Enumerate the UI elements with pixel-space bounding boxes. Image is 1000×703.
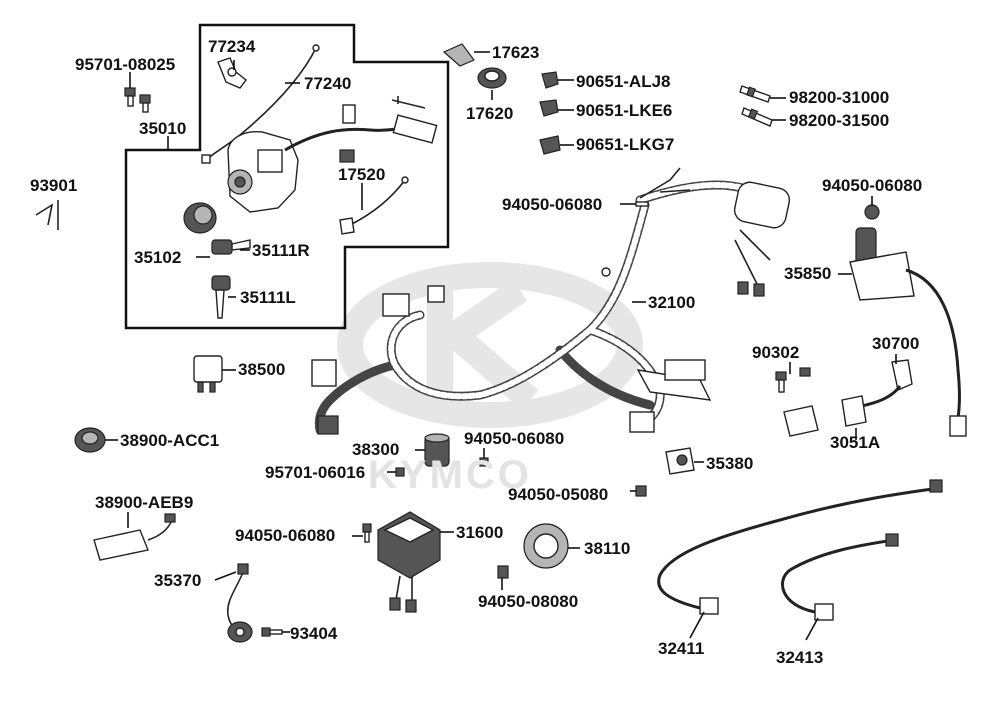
label-30700: 30700 bbox=[872, 334, 920, 353]
label-35111L: 35111L bbox=[240, 288, 296, 307]
label-35102: 35102 bbox=[134, 248, 182, 267]
cdi-unit-3051A bbox=[783, 405, 819, 437]
label-77240: 77240 bbox=[304, 74, 352, 93]
label-17520: 17520 bbox=[338, 165, 386, 184]
label-3051A: 3051A bbox=[830, 433, 881, 452]
connector-17620 bbox=[477, 67, 507, 89]
connector-17623 bbox=[442, 43, 475, 67]
label-77234: 77234 bbox=[208, 37, 256, 56]
bolt-94050-06080-d bbox=[362, 523, 372, 543]
label-94050-06080-c: 94050-06080 bbox=[464, 429, 565, 448]
label-17620: 17620 bbox=[466, 104, 514, 123]
bolt-94050-06080-a bbox=[635, 201, 649, 207]
regulator-unit-38900-AEB9 bbox=[93, 513, 176, 561]
label-38110: 38110 bbox=[584, 539, 631, 558]
label-35111R: 35111R bbox=[252, 241, 310, 260]
ignition-key-set-group-box bbox=[124, 23, 450, 330]
label-32100: 32100 bbox=[648, 293, 696, 312]
screw-93404 bbox=[261, 627, 283, 637]
label-31600: 31600 bbox=[456, 523, 504, 542]
small-bracket-parts bbox=[342, 96, 426, 124]
main-wire-harness-32100 bbox=[311, 167, 791, 435]
label-90651-LKE6: 90651-LKE6 bbox=[576, 101, 673, 120]
clamp-90651-LKG7 bbox=[539, 135, 561, 155]
rectifier-regulator-31600 bbox=[377, 511, 441, 613]
clamp-90651-ALJ8 bbox=[541, 71, 559, 89]
label-35010: 35010 bbox=[139, 119, 187, 138]
battery-cable-32413 bbox=[780, 533, 899, 621]
seat-lock-cable-77240 bbox=[201, 44, 320, 164]
label-90302: 90302 bbox=[752, 343, 800, 362]
label-32413: 32413 bbox=[776, 648, 824, 667]
bolt-94050-08080 bbox=[497, 565, 509, 579]
label-98200-31500: 98200-31500 bbox=[789, 111, 890, 130]
label-93404: 93404 bbox=[290, 624, 338, 643]
label-98200-31000: 98200-31000 bbox=[789, 88, 890, 107]
fuse-98200-31000 bbox=[739, 85, 771, 103]
label-90651-LKG7: 90651-LKG7 bbox=[576, 135, 675, 154]
label-38900-ACC1: 38900-ACC1 bbox=[120, 431, 220, 450]
label-38500: 38500 bbox=[238, 360, 286, 379]
label-17623: 17623 bbox=[492, 43, 540, 62]
kymco-watermark-text: KYMCO bbox=[368, 453, 532, 497]
key-35111L bbox=[211, 275, 231, 319]
label-95701-08025: 95701-08025 bbox=[75, 55, 176, 74]
battery-cable-32411 bbox=[657, 479, 943, 615]
ignition-coil-35850 bbox=[849, 204, 967, 437]
label-90651-ALJ8: 90651-ALJ8 bbox=[576, 72, 671, 91]
label-94050-06080-d: 94050-06080 bbox=[235, 526, 336, 545]
label-94050-08080: 94050-08080 bbox=[478, 592, 579, 611]
clip-93901 bbox=[35, 200, 59, 230]
label-94050-06080-b: 94050-06080 bbox=[822, 176, 923, 195]
starter-relay-38300 bbox=[424, 433, 450, 467]
label-38900-AEB9: 38900-AEB9 bbox=[95, 493, 194, 512]
flasher-relay-38900-ACC1 bbox=[74, 427, 106, 453]
ignition-switch-assembly-35010 bbox=[227, 114, 438, 213]
switch-35380 bbox=[665, 447, 695, 475]
spark-plug-cap-30700 bbox=[841, 359, 913, 427]
cable-17520 bbox=[339, 176, 409, 235]
label-32411: 32411 bbox=[658, 639, 705, 658]
bolt-94050-05080 bbox=[635, 485, 647, 497]
sensor-35370 bbox=[226, 563, 253, 643]
key-35111R bbox=[211, 239, 251, 255]
label-35850: 35850 bbox=[784, 264, 832, 283]
label-94050-05080: 94050-05080 bbox=[508, 485, 609, 504]
label-38300: 38300 bbox=[352, 440, 400, 459]
label-94050-06080-a: 94050-06080 bbox=[502, 195, 603, 214]
fuse-98200-31500 bbox=[741, 107, 773, 127]
clamp-90651-LKE6 bbox=[539, 99, 559, 117]
horn-38110 bbox=[523, 523, 569, 569]
cable-end-fitting-77234 bbox=[217, 57, 247, 89]
label-35370: 35370 bbox=[154, 571, 202, 590]
label-93901: 93901 bbox=[30, 176, 78, 195]
leader-lines bbox=[105, 51, 897, 641]
label-35380: 35380 bbox=[706, 454, 754, 473]
lock-cap-35102 bbox=[183, 202, 217, 234]
bolt-95701-08025 bbox=[124, 87, 151, 113]
relay-38500 bbox=[193, 355, 223, 393]
label-95701-06016: 95701-06016 bbox=[265, 463, 366, 482]
bolt-90302 bbox=[775, 367, 811, 393]
